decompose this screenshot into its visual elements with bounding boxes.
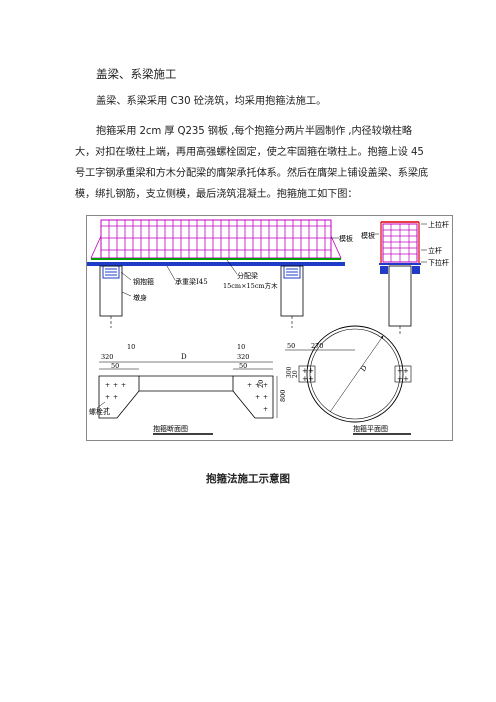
plan-dim-270: 270 xyxy=(311,342,323,350)
dist-beam-label-2: 15cm×15cm方木 xyxy=(223,281,278,290)
svg-text:+: + xyxy=(113,382,118,389)
svg-text:+: + xyxy=(121,382,126,389)
dim-50-left: 50 xyxy=(111,362,119,370)
pier-label: 墩身 xyxy=(133,293,147,302)
vertical-rod-label: 立杆 xyxy=(428,246,442,255)
dim-10-left: 10 xyxy=(127,343,135,351)
dim-800: 800 xyxy=(279,390,287,402)
upper-rod-label: 上拉杆 xyxy=(428,220,449,229)
svg-text:+: + xyxy=(308,375,314,383)
formwork-label-1: 模板 xyxy=(339,234,353,243)
svg-text:+: + xyxy=(113,394,118,401)
svg-text:+: + xyxy=(308,367,314,375)
lower-rod-label: 下拉杆 xyxy=(428,258,449,267)
svg-text:+: + xyxy=(403,375,409,383)
svg-text:+: + xyxy=(397,375,403,383)
svg-text:+: + xyxy=(247,382,252,389)
svg-text:+: + xyxy=(263,394,268,401)
dim-20-section: 20 xyxy=(257,380,265,388)
elevation-view: 钢抱箍 墩身 承重梁I45 分配梁 15cm×15cm方木 模板 xyxy=(87,219,353,328)
svg-text:+: + xyxy=(255,382,260,389)
figure-caption: 抱箍法施工示意图 xyxy=(206,473,290,485)
svg-text:+: + xyxy=(263,406,268,413)
svg-text:+: + xyxy=(263,382,268,389)
hoop-section-view: +++ ++ + +++ ++ + 10 10 320 320 D 50 50 … xyxy=(89,343,287,435)
main-beam-label: 承重梁I45 xyxy=(175,277,208,286)
main-beam xyxy=(87,262,345,266)
steel-hoop-label: 钢抱箍 xyxy=(133,277,154,286)
dist-beam-label-1: 分配梁 xyxy=(237,271,258,280)
plan-dim-300: 300 xyxy=(286,366,293,378)
section-title: 抱箍断面图 xyxy=(153,424,188,433)
formwork-label-2: 模板 xyxy=(361,231,375,240)
hoop-diagram: 钢抱箍 墩身 承重梁I45 分配梁 15cm×15cm方木 模板 模板 上拉杆 … xyxy=(87,219,449,435)
bolt-hole-label: 螺栓孔 xyxy=(89,407,110,416)
plan-dim-20: 20 xyxy=(292,370,299,378)
svg-text:+: + xyxy=(397,367,403,375)
dim-320-left: 320 xyxy=(101,353,113,361)
svg-text:+: + xyxy=(105,394,110,401)
plan-dim-D: D xyxy=(359,364,369,374)
hoop-construction-figure: 钢抱箍 墩身 承重梁I45 分配梁 15cm×15cm方木 模板 模板 上拉杆 … xyxy=(86,215,453,441)
svg-text:+: + xyxy=(302,367,308,375)
svg-text:+: + xyxy=(255,394,260,401)
plan-title: 抱箍平面图 xyxy=(353,424,388,433)
dim-320-right: 320 xyxy=(237,353,249,361)
side-view: 模板 上拉杆 立杆 下拉杆 xyxy=(361,220,449,334)
paragraph-2: 抱箍采用 2cm 厚 Q235 钢板 ,每个抱箍分两片半圆制作 ,内径较墩柱略大… xyxy=(75,126,429,200)
paragraph-1: 盖梁、系梁采用 C30 砼浇筑，均采用抱箍法施工。 xyxy=(96,96,327,107)
svg-text:+: + xyxy=(403,367,409,375)
dim-50-right: 50 xyxy=(239,362,247,370)
plan-dim-50: 50 xyxy=(287,342,295,350)
svg-text:+: + xyxy=(105,406,110,413)
section-heading: 盖梁、系梁施工 xyxy=(96,67,177,81)
svg-text:+: + xyxy=(302,375,308,383)
svg-text:+: + xyxy=(105,382,110,389)
hoop-plan-view: ++ ++ ++ ++ 50 270 300 20 D 抱箍平面图 xyxy=(285,325,412,435)
dim-10-right: 10 xyxy=(237,343,245,351)
dim-D-section: D xyxy=(181,353,187,361)
